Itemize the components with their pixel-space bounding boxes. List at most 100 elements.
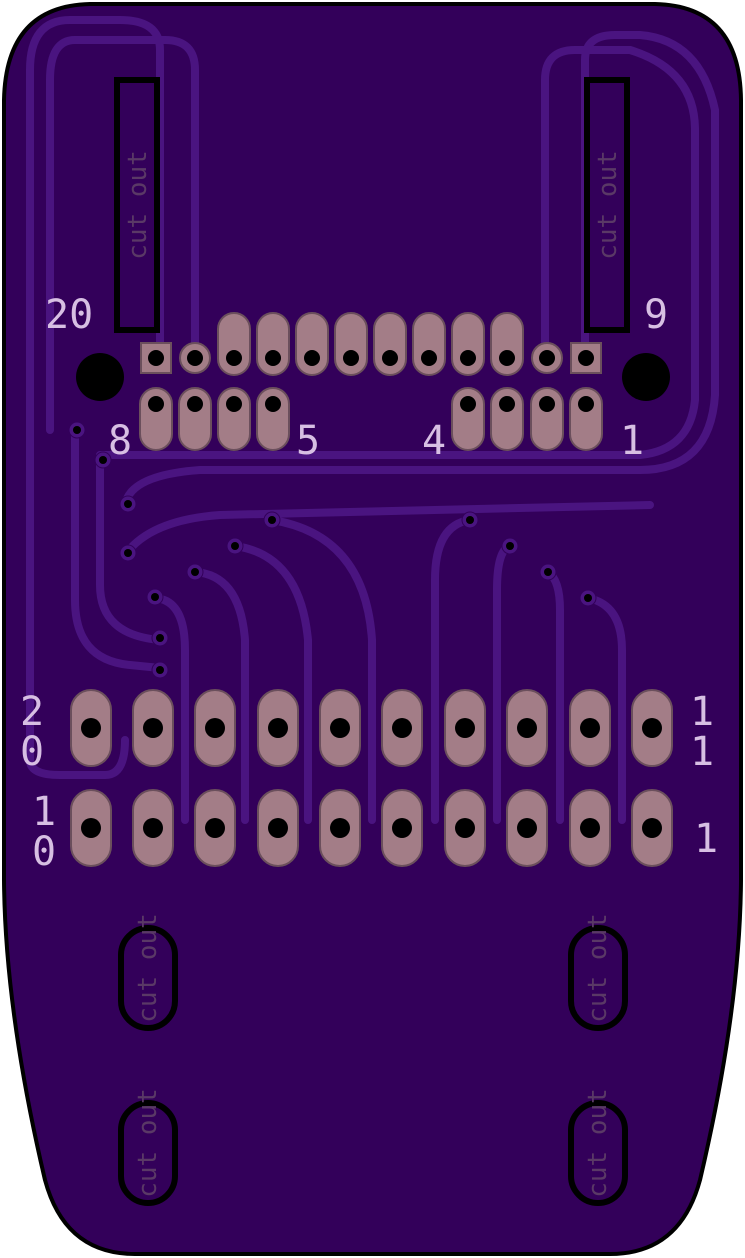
pad-oval — [217, 387, 251, 451]
pad-oval — [295, 312, 329, 376]
drill-hole — [81, 818, 101, 838]
trace-a2 — [191, 568, 249, 824]
drill-hole — [580, 718, 600, 738]
drill-hole — [455, 718, 475, 738]
drill-hole — [268, 718, 288, 738]
via-drill — [584, 594, 592, 602]
drill-hole — [392, 818, 412, 838]
label-row-top-left: 0 — [20, 729, 44, 775]
trace-v2 — [96, 456, 164, 644]
drill-hole — [539, 396, 555, 412]
drill-hole — [517, 818, 537, 838]
via-drill — [191, 568, 199, 576]
drill-hole — [148, 350, 164, 366]
top-connector-pads — [139, 312, 603, 451]
cutout-label: cut out — [133, 1088, 163, 1198]
trace-right-outer — [121, 31, 719, 509]
drill-hole — [499, 396, 515, 412]
label-row-top-right: 1 — [690, 729, 714, 775]
vias — [68, 421, 597, 679]
drill-hole — [268, 818, 288, 838]
trace-a3 — [231, 542, 312, 824]
drill-hole — [421, 350, 437, 366]
label-pin-5: 5 — [296, 418, 320, 464]
pad-oval — [373, 312, 407, 376]
drill-hole — [148, 396, 164, 412]
label-pin-1-top: 1 — [620, 418, 644, 464]
drill-hole — [143, 818, 163, 838]
drill-hole — [265, 396, 281, 412]
drill-hole — [226, 350, 242, 366]
pad-oval — [451, 312, 485, 376]
bottom-header-pads — [70, 689, 673, 867]
mounting-hole-left — [76, 353, 124, 401]
drill-hole — [304, 350, 320, 366]
cutout-slot-bottom-left-2 — [118, 1100, 178, 1206]
drill-hole — [187, 350, 203, 366]
mounting-hole-right — [622, 353, 670, 401]
trace-left-outer — [26, 16, 164, 779]
drill-hole — [642, 818, 662, 838]
pad-oval — [178, 387, 212, 451]
pad-oval — [334, 312, 368, 376]
via-drill — [544, 568, 552, 576]
drill-hole — [343, 350, 359, 366]
cutout-slots — [114, 77, 630, 1206]
cutout-slot-bottom-right-1 — [568, 925, 628, 1031]
trace-left-inner — [46, 36, 199, 434]
pad-oval — [139, 387, 173, 451]
drill-hole — [580, 818, 600, 838]
drill-hole — [455, 818, 475, 838]
drill-hole — [578, 350, 594, 366]
via-drill — [73, 426, 81, 434]
drill-hole — [205, 818, 225, 838]
cutout-slot-top-left — [114, 77, 160, 333]
cutout-label: cut out — [133, 913, 163, 1023]
via-drill — [156, 666, 164, 674]
trace-a4 — [268, 516, 376, 824]
via-drill — [231, 542, 239, 550]
drill-hole — [81, 718, 101, 738]
pad-oval — [530, 387, 564, 451]
via-drill — [151, 593, 159, 601]
label-pin-20: 20 — [45, 292, 93, 338]
drill-hole — [392, 718, 412, 738]
drill-hole — [330, 718, 350, 738]
pad-oval — [217, 312, 251, 376]
drill-hole — [330, 818, 350, 838]
drill-hole — [539, 350, 555, 366]
cutout-slot-bottom-right-2 — [568, 1100, 628, 1206]
pad-oval — [490, 387, 524, 451]
label-row-top-left: 2 — [20, 689, 44, 735]
label-pin-4: 4 — [422, 418, 446, 464]
pad-oval — [256, 312, 290, 376]
label-row-bottom-left: 0 — [32, 829, 56, 875]
pad-oval — [412, 312, 446, 376]
label-pin-9: 9 — [644, 292, 668, 338]
cutout-label: cut out — [583, 1088, 613, 1198]
cutout-label: cut out — [593, 150, 623, 260]
pad-oval — [490, 312, 524, 376]
drill-hole — [517, 718, 537, 738]
via-drill — [99, 456, 107, 464]
via-drill — [156, 634, 164, 642]
via-drill — [466, 516, 474, 524]
drill-hole — [143, 718, 163, 738]
drill-hole — [382, 350, 398, 366]
label-row-top-right: 1 — [690, 689, 714, 735]
pad-oval — [256, 387, 290, 451]
via-drill — [124, 500, 132, 508]
via-drill — [268, 516, 276, 524]
pad-oval — [569, 387, 603, 451]
cutout-slot-top-right — [584, 77, 630, 333]
cutout-slot-bottom-left-1 — [118, 925, 178, 1031]
drill-hole — [460, 396, 476, 412]
via-drill — [506, 542, 514, 550]
via-drill — [124, 549, 132, 557]
cutout-label: cut out — [123, 150, 153, 260]
drill-hole — [187, 396, 203, 412]
label-row-bottom-left: 1 — [32, 789, 56, 835]
label-pin-8: 8 — [108, 418, 132, 464]
cutout-label: cut out — [583, 913, 613, 1023]
